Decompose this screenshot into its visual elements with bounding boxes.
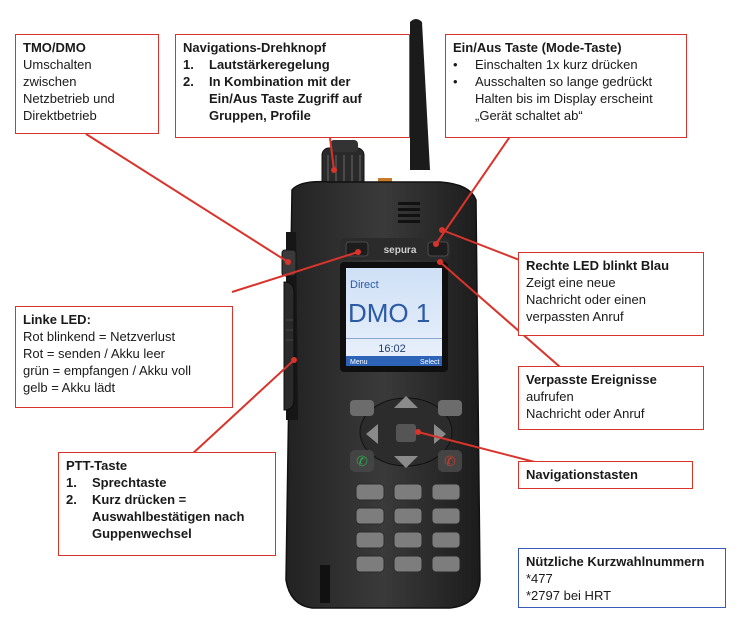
key-7 [355,531,385,549]
callout-tmo-dmo: TMO/DMO Umschalten zwischen Netzbetrieb … [15,34,159,134]
key-4 [355,507,385,525]
call-key [350,450,374,472]
callout-left-led: Linke LED: Rot blinkend = Netzverlust Ro… [15,306,233,408]
info-speed-dial: Nützliche Kurzwahlnummern *477 *2797 bei… [518,548,726,608]
callout-navigation-knob: Navigations-Drehknopf 1.Lautstärkeregelu… [175,34,410,138]
ptt-button [283,281,295,411]
key-2 [393,483,423,501]
svg-text:✆: ✆ [444,454,456,470]
nav-down-key [394,456,418,468]
callout-title: Navigationstasten [526,467,638,482]
callout-line: Umschalten [23,57,92,72]
callout-bullet: •Ausschalten so lange gedrückt Halten bi… [453,74,653,123]
callout-line: verpassten Anruf [526,309,624,324]
softkey-right-label: Select [420,359,440,366]
callout-title: Linke LED: [23,312,91,327]
softkey-left [350,400,374,416]
display [346,268,442,366]
antenna [410,19,430,170]
key-5 [393,507,423,525]
callout-item: 1.Sprechtaste [66,475,167,490]
callout-line: aufrufen [526,389,574,404]
key-8 [393,531,423,549]
info-line: *477 [526,571,553,586]
svg-text:✆: ✆ [356,454,368,470]
callout-line: gelb = Akku lädt [23,380,116,395]
callout-title: PTT-Taste [66,458,128,473]
key-9 [431,531,461,549]
callout-line: Rot = senden / Akku leer [23,346,166,361]
callout-ptt: PTT-Taste 1.Sprechtaste 2.Kurz drücken =… [58,452,276,556]
display-time: 16:02 [378,343,406,355]
callout-title: Ein/Aus Taste (Mode-Taste) [453,40,622,55]
arrow-heads [285,167,445,435]
softkey-left-label: Menu [350,359,368,366]
info-line: *2797 bei HRT [526,588,612,603]
callout-line: Zeigt eine neue [526,275,616,290]
brand-logo: sepura [384,245,417,256]
callout-item: 1.Lautstärkeregelung [183,57,330,72]
callout-line: Rot blinkend = Netzverlust [23,329,176,344]
callout-power-key: Ein/Aus Taste (Mode-Taste) •Einschalten … [445,34,687,138]
key-0 [393,555,423,573]
callout-item: 2.Kurz drücken = Auswahlbestätigen nach … [66,492,245,541]
display-group: DMO 1 [348,298,430,328]
key-1 [355,483,385,501]
key-3 [431,483,461,501]
callout-line: Nachricht oder einen [526,292,646,307]
key-hash [431,555,461,573]
callout-line: grün = empfangen / Akku voll [23,363,192,378]
left-led [345,241,369,257]
callout-line: Nachricht oder Anruf [526,406,645,421]
softkey-right [438,400,462,416]
nav-right-key [434,424,446,444]
nav-left-key [366,424,378,444]
callout-title: Verpasste Ereignisse [526,372,657,387]
callout-line: zwischen [23,74,77,89]
callout-title: Navigations-Drehknopf [183,40,327,55]
callout-missed-events: Verpasste Ereignisse aufrufen Nachricht … [518,366,704,430]
end-key [438,450,462,472]
display-mode: Direct [350,279,379,291]
callout-title: Rechte LED blinkt Blau [526,258,670,273]
callout-item: 2.In Kombination mit der Ein/Aus Taste Z… [183,74,362,123]
info-title: Nützliche Kurzwahlnummern [526,554,705,569]
key-6 [431,507,461,525]
callout-title: TMO/DMO [23,40,86,55]
callout-nav-keys: Navigationstasten [518,461,693,489]
callout-line: Direktbetrieb [23,108,97,123]
callout-right-led: Rechte LED blinkt Blau Zeigt eine neue N… [518,252,704,336]
callout-bullet: •Einschalten 1x kurz drücken [453,57,638,72]
callout-line: Netzbetrieb und [23,91,115,106]
key-star [355,555,385,573]
nav-up-key [394,396,418,408]
